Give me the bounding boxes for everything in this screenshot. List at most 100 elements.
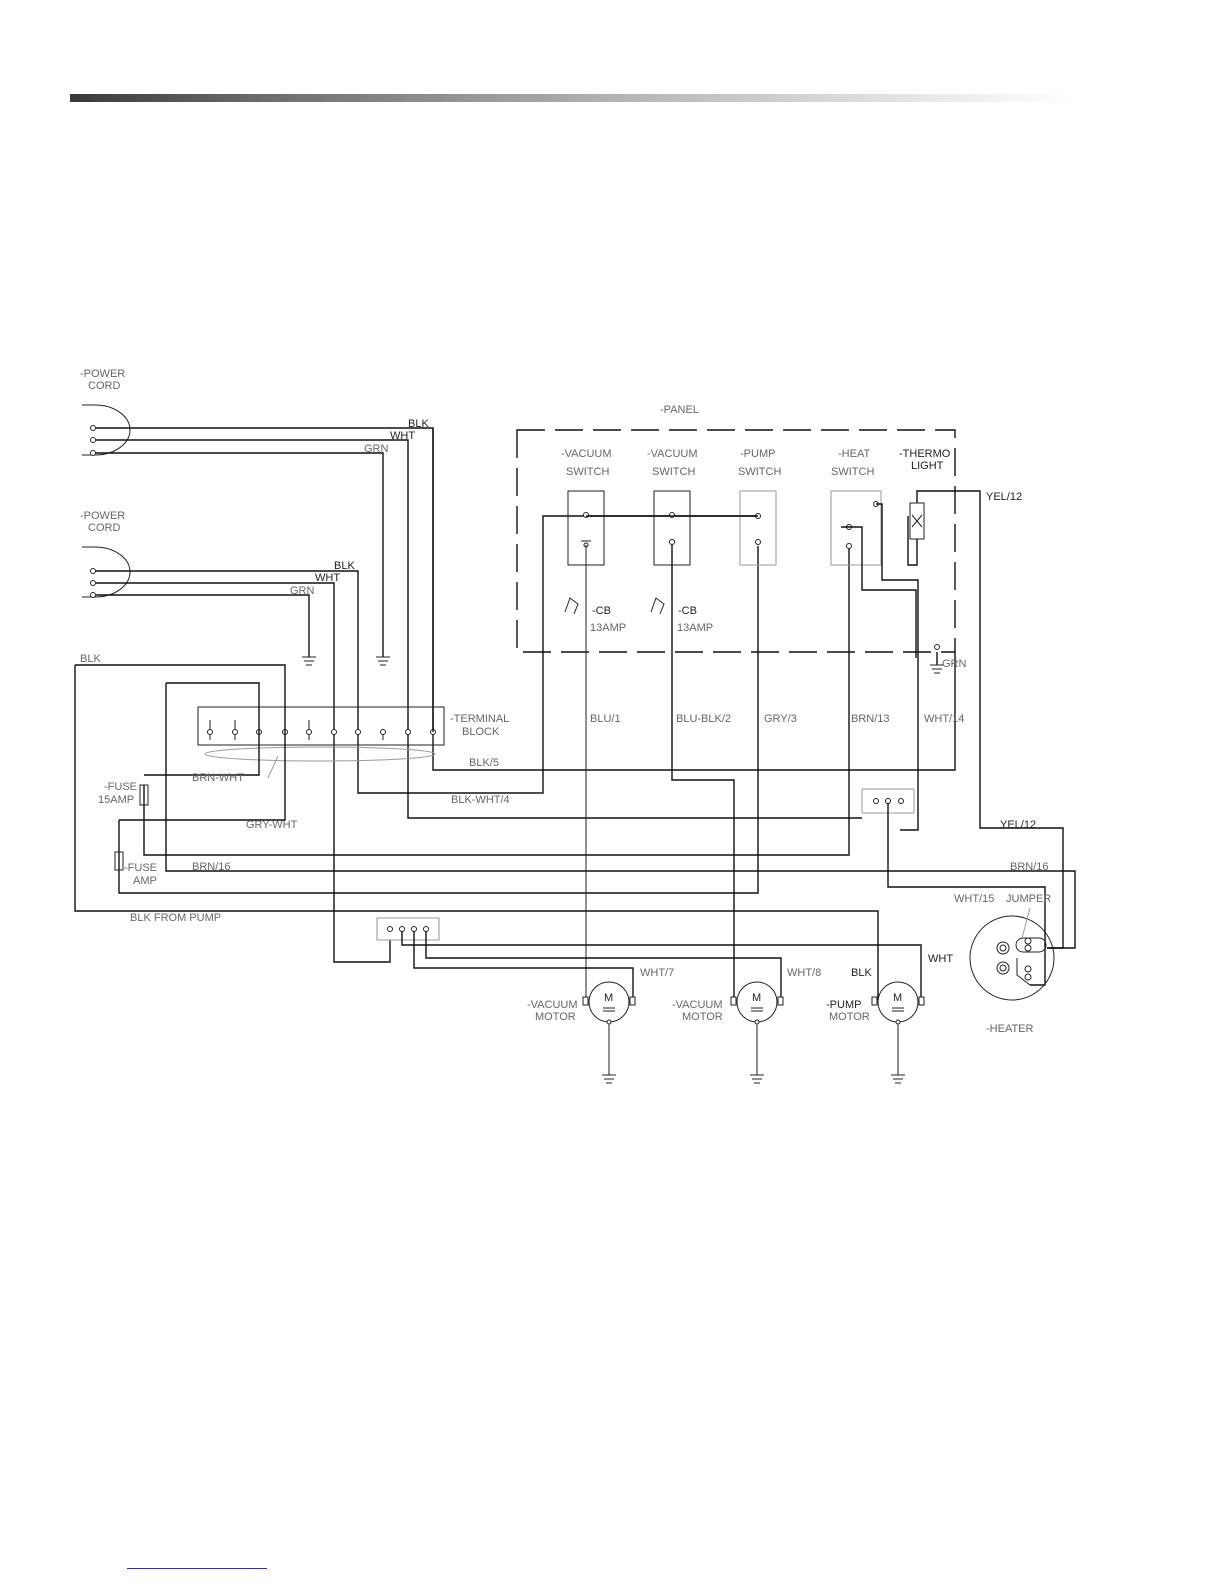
wire-wht15 [887,803,1046,986]
terminal-post [355,729,361,735]
power-cord-1-label-line2: CORD [88,380,120,392]
label-gry-wht: GRY-WHT [246,819,298,831]
wire-heat-switch-out [841,526,917,658]
header-gradient-bar [70,94,1075,102]
label-wht-motor: WHT [928,953,953,965]
vacuum-motor-2-label-line1: -VACUUM [672,999,723,1011]
label-wht14: WHT/14 [924,713,964,725]
wire-grn-cord1 [96,452,384,657]
wire-gry3 [118,546,759,894]
cb-2-label-line2: 13AMP [677,622,713,634]
label-grn: GRN [364,443,389,455]
label-grn-2: GRN [290,585,315,597]
thermo-light-label-line1: -THERMO [899,448,951,460]
power-cord-1-label-line1: -POWER [80,368,125,380]
vacuum-motor-1-label-line1: -VACUUM [527,999,578,1011]
pump-switch: -PUMP SWITCH [738,448,781,566]
thermo-light: -THERMO LIGHT [899,448,951,540]
vacuum-switch-1-label-line1: -VACUUM [561,448,612,460]
label-blk-left: BLK [80,653,101,665]
wire-bundle-ellipse [204,746,436,762]
terminal-post [207,729,213,735]
label-blk-from-pump: BLK FROM PUMP [130,912,221,924]
cb-1-label-line2: 13AMP [590,622,626,634]
fuse-amp [114,851,124,871]
wire-brn-wht [144,732,260,776]
vacuum-motor-2: M -VACUUM MOTOR [672,981,784,1084]
cb-1-label-line1: -CB [592,605,611,617]
label-blu1: BLU/1 [590,713,621,725]
label-blk: BLK [408,418,429,430]
pump-motor: M -PUMP MOTOR [826,981,925,1084]
vacuum-motor-1: M -VACUUM MOTOR [527,981,636,1084]
ground-symbol-panel [930,664,944,674]
label-brn13: BRN/13 [851,713,890,725]
pump-switch-label-line1: -PUMP [740,448,775,460]
fuse-2-label-line1: -FUSE [124,862,157,874]
vacuum-switch-2-label-line2: SWITCH [652,466,695,478]
wire-brn16-upper [143,546,850,856]
vacuum-switch-1-label-line2: SWITCH [566,466,609,478]
power-cord-2-label-line2: CORD [88,522,120,534]
wire-brn-loop-top [166,682,260,732]
label-blk-wht4: BLK-WHT/4 [451,794,510,806]
heater-label: -HEATER [986,1023,1034,1035]
power-cord-2-label-line1: -POWER [80,510,125,522]
pump-motor-label-line2: MOTOR [829,1011,870,1023]
power-cord-1: -POWER CORD [80,368,131,456]
label-brn16-b: BRN/16 [1010,861,1049,873]
pump-switch-label-line2: SWITCH [738,466,781,478]
label-wht-2: WHT [315,572,340,584]
wire-gry-wht [119,732,286,821]
ground-symbol-cord1 [376,656,390,666]
label-wht15: WHT/15 [954,893,994,905]
wire-wht7 [413,931,634,1000]
panel-label: -PANEL [660,404,699,416]
label-blk-2: BLK [334,560,355,572]
footer-link-underline [127,1568,267,1569]
fuse-15amp [139,784,149,806]
wire-blk-left [75,664,286,732]
wire-grn-cord2 [96,594,310,657]
jumper-label: JUMPER [1006,893,1051,905]
motor-symbol: M [752,992,761,1004]
wire-blk-from-pump [74,665,879,1000]
vacuum-motor-1-label-line2: MOTOR [535,1011,576,1023]
fuse-1-label-line1: -FUSE [104,781,137,793]
power-cord-2: -POWER CORD [80,510,131,598]
fuse-1-label-line2: 15AMP [98,794,134,806]
heater: -HEATER JUMPER [969,893,1055,1035]
terminal-block: -TERMINAL BLOCK [197,706,509,746]
fuse-2-label-line2: AMP [133,875,157,887]
wire-wht-pump [401,931,922,1000]
wire-thermo-return [907,516,918,566]
label-yel12-b: YEL/12 [1000,819,1036,831]
heat-switch-label-line1: -HEAT [838,448,870,460]
cb-2-label-line1: -CB [678,605,697,617]
wire-wht-cord2 [96,582,391,963]
terminal-post [380,729,386,735]
label-yel12-a: YEL/12 [986,491,1022,503]
label-blk-motor: BLK [851,967,872,979]
wire-blk-cord1 [96,427,956,771]
terminal-block-label-line2: BLOCK [462,726,500,738]
label-wht8: WHT/8 [787,967,821,979]
label-blk5: BLK/5 [469,757,499,769]
motor-symbol: M [604,992,613,1004]
heat-switch-label-line2: SWITCH [831,466,874,478]
wire-wht14 [876,503,919,831]
panel: -PANEL [516,404,956,653]
wire-brn16-heater [1047,870,1076,949]
label-wht: WHT [390,430,415,442]
label-brn-wht: BRN-WHT [192,772,244,784]
connector-4-pin [376,917,440,941]
wire-wht-cord1 [96,439,862,819]
heat-switch: -HEAT SWITCH [830,448,882,566]
motor-symbol: M [893,992,902,1004]
vacuum-motor-2-label-line2: MOTOR [682,1011,723,1023]
terminal-post [405,729,411,735]
wire-blk-cord2 [96,515,758,794]
circuit-breaker-1: -CB 13AMP [564,545,626,1000]
terminal-block-label-line1: -TERMINAL [450,713,509,725]
